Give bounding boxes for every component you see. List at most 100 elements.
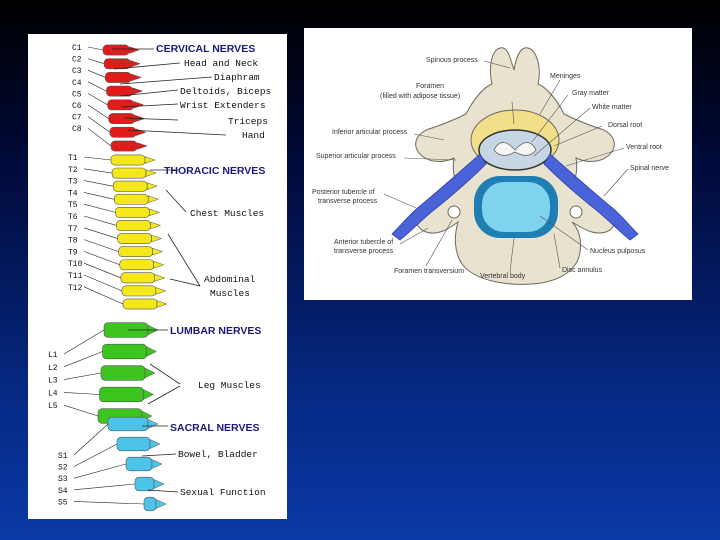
vertebra-label-t10: T10 (68, 260, 83, 269)
vertebra-label-t3: T3 (68, 178, 78, 187)
vertebra-label-t7: T7 (68, 225, 78, 234)
vertebra-l4 (99, 386, 144, 403)
vertebra-cross-section: Spinous process Meninges Foramen (filled… (304, 28, 692, 300)
vertebra-process-t10 (154, 274, 166, 282)
vertebra-l2 (102, 343, 147, 360)
vertebra-label-c6: C6 (72, 102, 82, 111)
vertebra-labels: C1C2C3C4C5C6C7C8T1T2T3T4T5T6T7T8T9T10T11… (48, 44, 145, 507)
label-nucleus-pulposus: Nucleus pulposus (590, 248, 646, 255)
vertebra-c7 (109, 126, 137, 138)
vertebra-label-l5: L5 (48, 402, 58, 411)
label-gray-matter: Gray matter (572, 90, 610, 97)
vertebra-label-l2: L2 (48, 364, 58, 373)
vertebra-label-t4: T4 (68, 189, 78, 198)
nucleus-pulposus (482, 182, 550, 232)
vertebra-label-s4: S4 (58, 487, 68, 496)
vertebra-leader-l1 (63, 329, 105, 355)
spine-diagram: C1C2C3C4C5C6C7C8T1T2T3T4T5T6T7T8T9T10T11… (48, 43, 271, 512)
leader-lines (112, 48, 227, 493)
vertebra-s1 (107, 416, 149, 432)
vertebra-process-s1 (147, 419, 159, 429)
vertebra-process-t7 (151, 234, 163, 243)
vertebra-t2 (111, 167, 147, 179)
vertebra-t9 (119, 259, 155, 271)
foramen-transversium-left (447, 205, 461, 219)
vertebra-c3 (104, 72, 132, 83)
vertebra-l3 (100, 365, 146, 381)
vertebra-leader-c3 (87, 69, 106, 78)
cervical-heading: CERVICAL NERVES (156, 43, 255, 55)
vertebra-process-l4 (143, 389, 155, 400)
function-wrist: Wrist Extenders (180, 100, 266, 111)
label-vertebral-body: Vertebral body (480, 273, 526, 280)
vertebra-process-t5 (149, 208, 161, 217)
vertebra-label-c2: C2 (72, 56, 82, 65)
vertebra-c4 (106, 85, 133, 97)
vertebra-process-t4 (148, 195, 160, 204)
vertebra-leader-c5 (87, 93, 108, 106)
label-superior-articular: Superior articular process (316, 153, 396, 160)
vertebra-leader-c1 (87, 46, 104, 51)
gray-matter (493, 142, 537, 156)
vertebra-leader-c8 (87, 127, 112, 147)
vertebra-t10 (120, 272, 156, 284)
vertebra-process-t3 (146, 182, 158, 190)
vertebra-leader-l5 (63, 404, 99, 417)
vertebra-label-c4: C4 (72, 79, 82, 88)
vertebra-process-t8 (152, 247, 164, 256)
vertebra-label-c1: C1 (72, 44, 82, 53)
vertebra-leader-t11 (83, 274, 123, 292)
vertebra-leader-t9 (83, 251, 120, 266)
label-meninges: Meninges (550, 73, 581, 80)
vertebra-t4 (113, 193, 149, 205)
vertebra-leader-s5 (73, 501, 145, 505)
vertebra-leader-t3 (83, 180, 114, 187)
label-dorsal-root: Dorsal root (608, 122, 642, 129)
function-chest: Chest Muscles (190, 208, 264, 219)
function-diaphragm: Diaphram (214, 72, 260, 83)
vertebra-leader-t10 (83, 262, 121, 279)
spine-column (97, 44, 168, 512)
vertebra-t6 (116, 220, 151, 231)
function-leg: Leg Muscles (198, 380, 261, 391)
function-abdominal-1: Abdominal (204, 274, 256, 285)
label-anterior-tubercle-2: transverse process (334, 248, 394, 255)
vertebra-leader-l3 (63, 372, 102, 380)
vertebra-label-t11: T11 (68, 272, 83, 281)
vertebra-process-t11 (155, 287, 167, 295)
vertebra-label-s5: S5 (58, 498, 68, 507)
label-spinous-process: Spinous process (426, 57, 478, 64)
vertebra-label-s3: S3 (58, 475, 68, 484)
vertebra-t3 (112, 180, 148, 192)
function-triceps: Triceps (228, 116, 268, 127)
vertebra-leader-c6 (87, 104, 109, 119)
vertebra-process-c8 (136, 142, 148, 150)
sacral-heading: SACRAL NERVES (170, 422, 259, 434)
vertebra-s4 (134, 476, 155, 492)
vertebra-label-l4: L4 (48, 389, 58, 398)
vertebra-label-l3: L3 (48, 377, 58, 386)
vertebra-label-t8: T8 (68, 237, 78, 246)
function-bowel: Bowel, Bladder (178, 449, 258, 460)
vertebra-leader-t12 (83, 286, 124, 305)
cross-section-diagram: Spinous process Meninges Foramen (filled… (312, 47, 669, 285)
vertebra-leader-t1 (83, 156, 112, 161)
function-abdominal-2: Muscles (210, 288, 250, 299)
vertebra-leader-t4 (83, 192, 115, 200)
label-inferior-articular: Inferior articular process (332, 129, 408, 136)
vertebra-process-c7 (135, 128, 147, 137)
vertebra-process-t6 (150, 221, 162, 230)
vertebra-t5 (115, 206, 150, 218)
vertebra-process-s2 (149, 439, 161, 449)
label-ventral-root: Ventral root (626, 144, 662, 151)
vertebra-label-l1: L1 (48, 351, 58, 360)
vertebra-label-t9: T9 (68, 248, 78, 257)
vertebra-leader-s2 (73, 443, 118, 467)
vertebra-process-c5 (133, 101, 145, 109)
label-posterior-tubercle-1: Posterior tubercle of (312, 189, 375, 196)
label-disc-annulus: Disc annulus (562, 267, 603, 274)
vertebra-leader-t8 (83, 239, 119, 252)
vertebra-leader-s4 (73, 483, 136, 491)
vertebra-leader-s3 (73, 463, 127, 479)
